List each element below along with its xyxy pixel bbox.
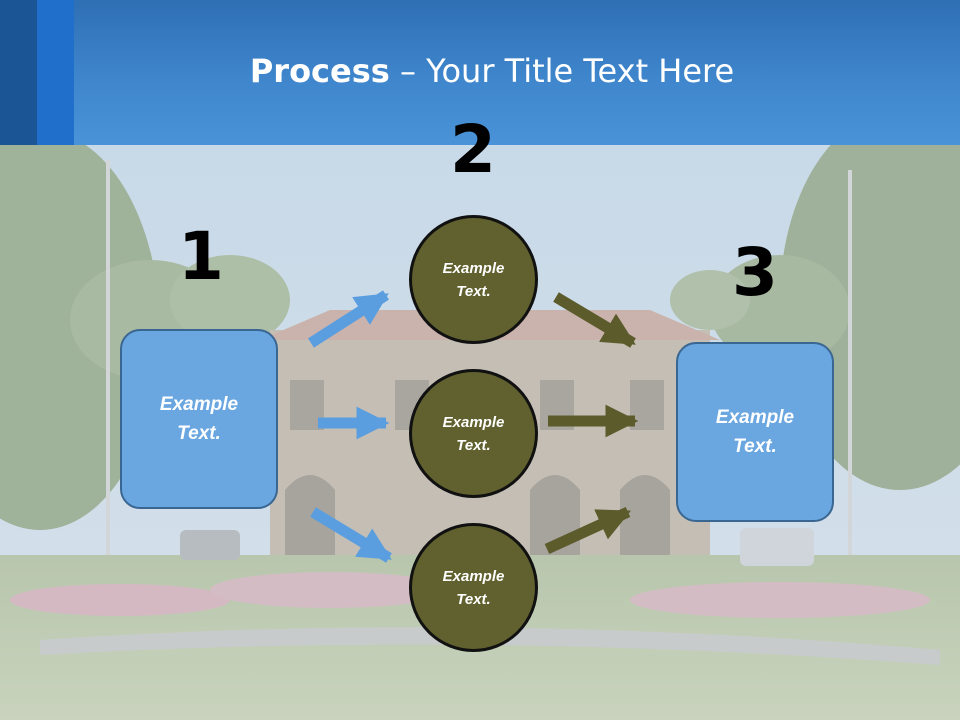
step-number-2: 2 xyxy=(450,111,496,188)
title-rest: – Your Title Text Here xyxy=(389,52,735,90)
title-bold: Process xyxy=(249,52,390,90)
step-box-1-text: Example Text. xyxy=(159,394,239,444)
step-circle-middle: Example Text. xyxy=(409,369,538,498)
banner-accent-light xyxy=(37,0,74,145)
step-circle-middle-text: Example Text. xyxy=(442,413,505,454)
step-circle-bottom-text: Example Text. xyxy=(442,567,505,608)
step-box-3-text: Example Text. xyxy=(715,407,795,457)
arrow-to-bottom-circle xyxy=(310,507,392,563)
step-circle-top: Example Text. xyxy=(409,215,538,344)
arrow-from-bottom-circle xyxy=(544,506,632,555)
banner-accent-dark xyxy=(0,0,37,145)
step-box-3: Example Text. xyxy=(676,342,834,522)
step-circle-bottom: Example Text. xyxy=(409,523,538,652)
step-number-1: 1 xyxy=(178,218,224,295)
step-circle-top-text: Example Text. xyxy=(442,259,505,300)
arrow-from-top-circle xyxy=(553,292,636,348)
arrow-to-top-circle xyxy=(308,290,389,348)
step-box-1: Example Text. xyxy=(120,329,278,509)
step-number-3: 3 xyxy=(732,234,778,311)
title-banner xyxy=(0,0,960,145)
slide-title: Process – Your Title Text Here xyxy=(0,52,960,90)
